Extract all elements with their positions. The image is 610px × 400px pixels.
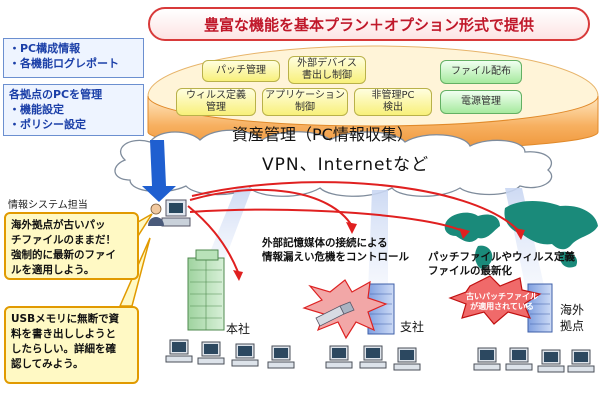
- module-label: ウィルス定義: [186, 90, 246, 101]
- red-arrows: [187, 181, 521, 273]
- service-banner: 豊富な機能を基本プラン＋オプション形式で提供: [148, 7, 590, 41]
- asset-management-label: 資産管理（PC情報収集）: [232, 125, 413, 144]
- blue-arrow: [142, 140, 176, 202]
- callout-line: 認してみよう。: [11, 358, 84, 370]
- module-label: 非管理PC: [371, 90, 415, 101]
- usb-memory-icon: [315, 301, 355, 327]
- red-arrow-heads: [233, 222, 525, 281]
- old-patch-alert: 古いパッチファイル が適用されている: [466, 292, 538, 312]
- media-control-note: 外部記憶媒体の接続による 情報漏えい危機をコントロール: [262, 236, 409, 264]
- module-label: アプリケーション: [265, 90, 345, 101]
- hq-building: [187, 249, 225, 331]
- patch-update-note: パッチファイルやウィルス定義 ファイルの最新化: [428, 250, 575, 278]
- module-label: 書出し制御: [301, 70, 352, 81]
- site-label-line: 拠点: [560, 319, 585, 333]
- network-label: VPN、Internetなど: [262, 155, 430, 175]
- callout-usb: USBメモリに無断で資 料を書き出ししようと したらしい。詳細を確 認してみよう…: [4, 306, 139, 384]
- module-virus: ウィルス定義管理: [176, 88, 256, 116]
- note-line: 情報漏えい危機をコントロール: [262, 251, 409, 263]
- site-label-branch: 支社: [400, 320, 425, 334]
- callout-line: チファイルのままだ！: [11, 234, 116, 246]
- admin-person-icon: [148, 203, 164, 226]
- module-device-control: 外部デバイス書出し制御: [288, 56, 366, 84]
- info-line: ・機能設定: [9, 103, 64, 116]
- patch-alert-burst: [448, 275, 542, 325]
- admin-pc-icon: [161, 199, 191, 227]
- module-label: パッチ管理: [216, 65, 266, 76]
- info-line: ・PC構成情報: [9, 42, 81, 55]
- site-label-hq: 本社: [226, 322, 251, 336]
- alert-line: が適用されている: [470, 302, 534, 311]
- report-info-box: ・PC構成情報 ・各機能ログレポート: [3, 38, 144, 78]
- alert-line: 古いパッチファイル: [466, 292, 538, 301]
- callout-line: USBメモリに無断で資: [11, 313, 120, 325]
- callout-line: ルを適用しよう。: [11, 264, 95, 276]
- it-staff-label: 情報システム担当: [8, 200, 88, 211]
- module-label: ファイル配布: [451, 66, 511, 77]
- module-label: 電源管理: [461, 96, 501, 107]
- note-line: パッチファイルやウィルス定義: [428, 251, 575, 263]
- callout-line: 料を書き出ししようと: [11, 328, 116, 340]
- info-line: ・各機能ログレポート: [9, 57, 119, 70]
- client-pc-screens: [172, 342, 588, 362]
- beam-hq: [206, 188, 252, 262]
- note-line: ファイルの最新化: [428, 265, 512, 277]
- world-map: [444, 201, 598, 269]
- info-line: ・ポリシー設定: [9, 118, 86, 131]
- module-label: 検出: [382, 102, 403, 113]
- module-file-distribution: ファイル配布: [440, 60, 522, 84]
- site-label-overseas: 海外 拠点: [560, 302, 584, 334]
- callout-line: したらしい。詳細を確: [11, 343, 116, 355]
- management-info-box: 各拠点のPCを管理 ・機能設定 ・ポリシー設定: [3, 84, 144, 136]
- note-line: 外部記憶媒体の接続による: [262, 237, 388, 249]
- module-label: 制御: [295, 102, 315, 113]
- module-app-control: アプリケーション制御: [262, 88, 348, 116]
- callout-line: 強制的に最新のファイ: [11, 249, 116, 261]
- module-power: 電源管理: [440, 90, 522, 114]
- module-label: 外部デバイス: [297, 58, 357, 69]
- info-line: 各拠点のPCを管理: [9, 88, 103, 101]
- network-cloud: [114, 129, 553, 197]
- callout-patch: 海外拠点が古いパッ チファイルのままだ！ 強制的に最新のファイ ルを適用しよう。: [4, 212, 139, 280]
- module-patch: パッチ管理: [202, 60, 280, 82]
- module-label: 管理: [206, 102, 226, 113]
- site-label-line: 海外: [560, 303, 585, 317]
- callout-line: 海外拠点が古いパッ: [11, 219, 106, 231]
